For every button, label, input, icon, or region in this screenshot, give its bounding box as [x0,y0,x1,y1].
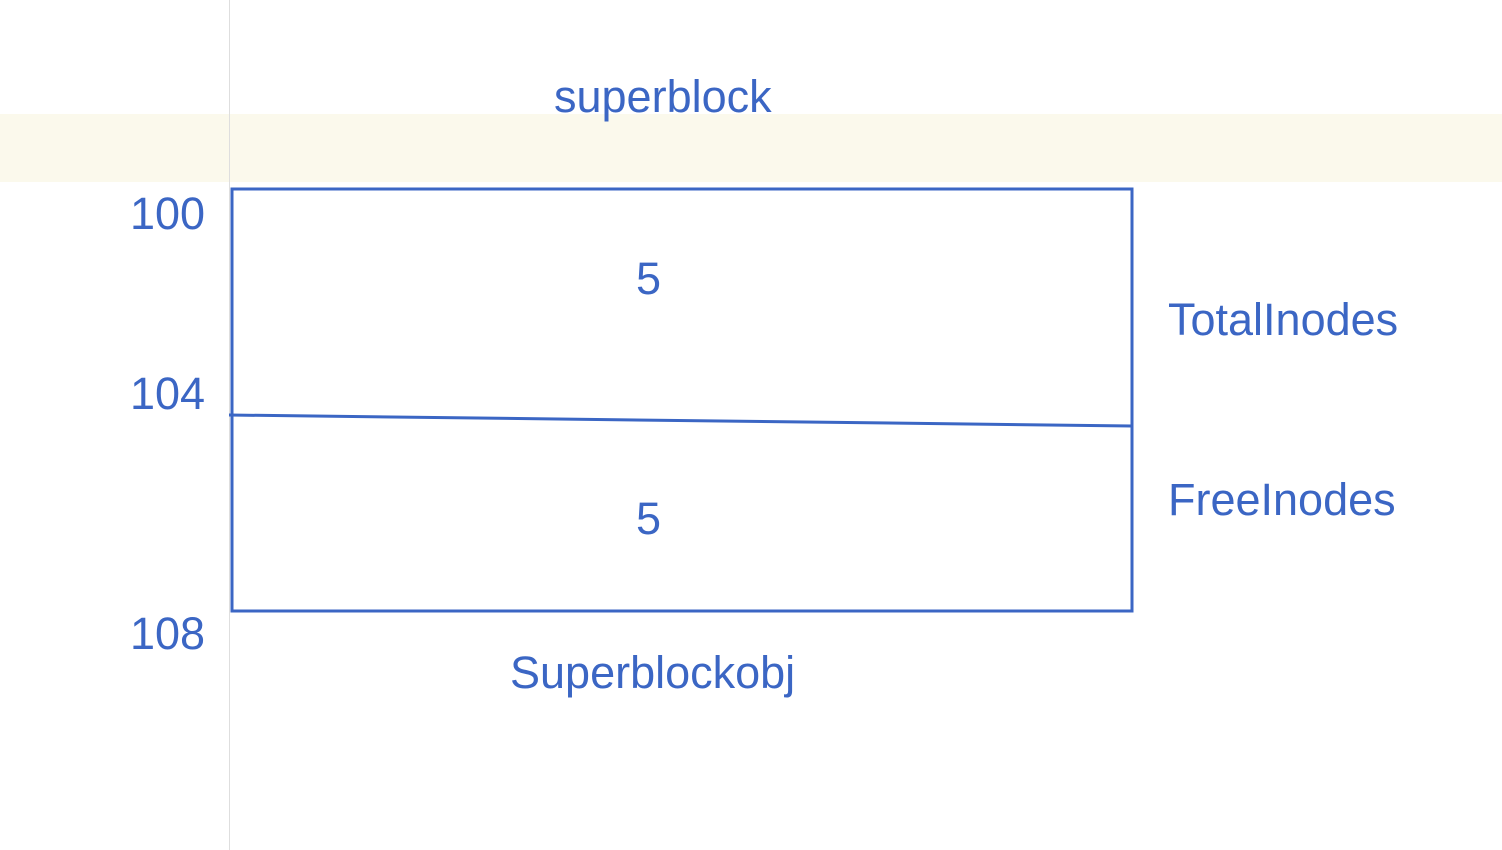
struct-box [230,187,1134,613]
address-label-104: 104 [130,368,206,419]
total-inodes-field-label: TotalInodes [1168,294,1399,345]
object-label: Superblockobj [510,647,796,698]
address-label-108: 108 [130,608,206,659]
free-inodes-value: 5 [636,493,662,544]
diagram-title: superblock [554,71,772,122]
free-inodes-field-label: FreeInodes [1168,474,1396,525]
highlight-band [0,114,1502,182]
field-divider-line [228,413,1133,428]
address-label-100: 100 [130,188,206,239]
margin-line [229,0,230,850]
total-inodes-value: 5 [636,253,662,304]
